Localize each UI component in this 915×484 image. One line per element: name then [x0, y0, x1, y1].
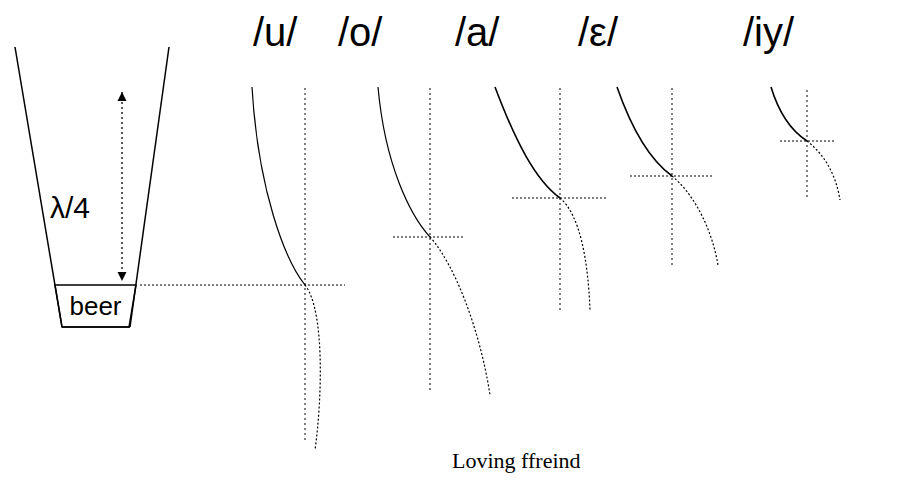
beer-region: beer	[55, 285, 136, 327]
vowel-label: /a/	[455, 12, 499, 52]
signature-note: Loving ffreind	[452, 450, 581, 472]
vowel-label: /iy/	[743, 12, 794, 52]
vowel-curves	[252, 87, 840, 450]
liquid-label: beer	[69, 293, 121, 319]
vowel-label: /o/	[338, 12, 382, 52]
vowel-label: /u/	[253, 12, 297, 52]
vowel-label: /ε/	[578, 12, 618, 52]
level-line	[140, 285, 345, 286]
dimension-label: λ/4	[50, 193, 90, 223]
quarter-wave-arrow	[121, 92, 122, 281]
